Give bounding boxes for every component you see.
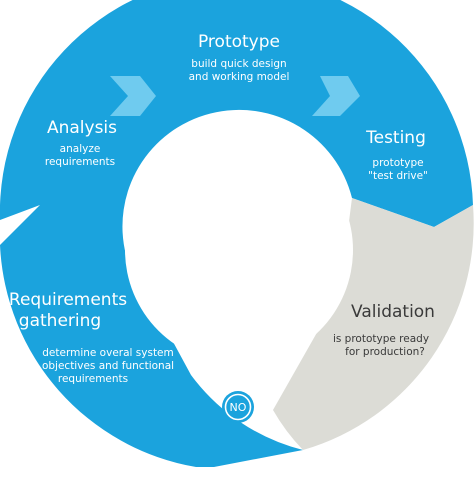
testing-desc-line-1: prototype <box>372 157 423 169</box>
validation-desc-line-1: is prototype ready <box>333 333 429 345</box>
requirements-desc-line-3: requirements <box>58 373 128 385</box>
chevron-right-icon <box>110 76 156 116</box>
requirements-desc-line-1: determine overal system <box>42 347 174 359</box>
analysis-desc-line-1: analyze <box>60 143 101 155</box>
analysis-title: Analysis <box>47 118 117 138</box>
analysis-desc-line-2: requirements <box>45 156 115 168</box>
no-badge: NO <box>222 391 254 423</box>
validation-desc-line-2: for production? <box>345 346 425 358</box>
requirements-title-line-2: gathering <box>19 311 101 331</box>
return-wedge <box>210 360 270 395</box>
requirements-title-line-1: Requirements <box>9 290 127 310</box>
testing-title: Testing <box>365 128 426 148</box>
prototype-title: Prototype <box>198 32 280 52</box>
prototype-desc-line-1: build quick design <box>191 58 286 70</box>
prototype-desc-line-2: and working model <box>189 71 290 83</box>
testing-desc-line-2: "test drive" <box>368 170 428 182</box>
blue-cycle-ring <box>0 0 473 467</box>
center-hole <box>125 136 353 364</box>
validation-title: Validation <box>351 302 435 322</box>
requirements-desc-line-2: objectives and functional <box>42 360 174 372</box>
validation-segment <box>273 198 474 450</box>
chevron-right-icon <box>312 76 360 116</box>
no-badge-label: NO <box>230 401 247 414</box>
